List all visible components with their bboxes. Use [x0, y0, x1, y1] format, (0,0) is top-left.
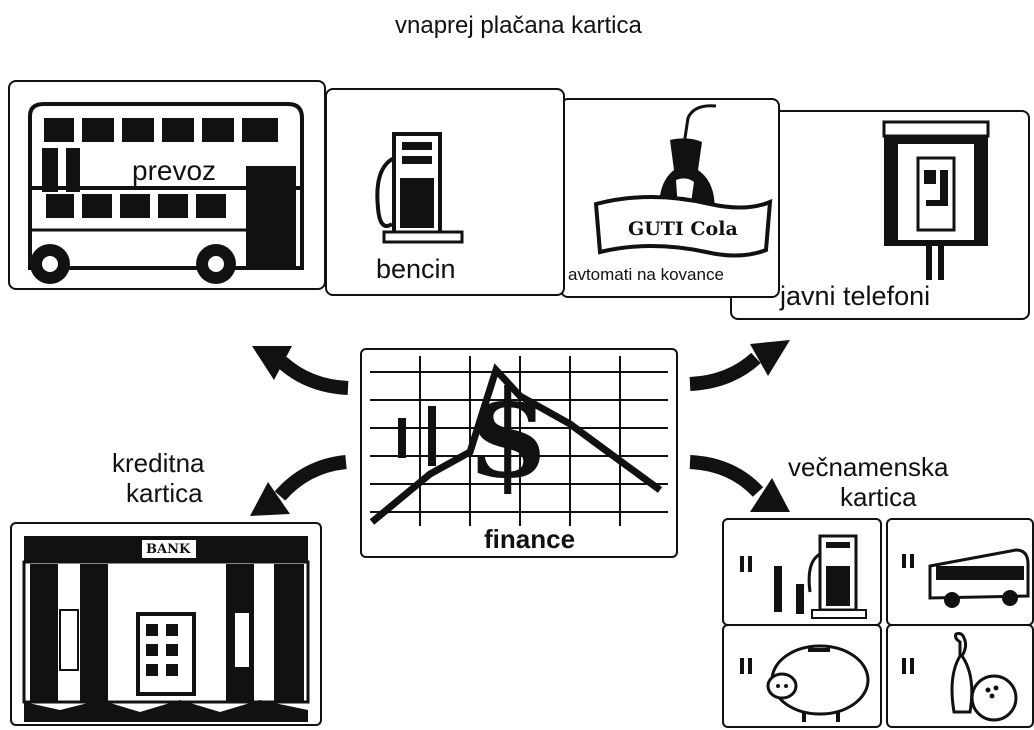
label-transport: prevoz — [132, 155, 217, 186]
label-finance: finance — [484, 524, 576, 554]
svg-text:$: $ — [466, 364, 550, 505]
arrow-to-phones — [689, 340, 790, 391]
label-vending: avtomati na kovance — [568, 265, 724, 284]
bowling-icon — [902, 632, 1018, 722]
dollar-chart-icon: $ — [369, 356, 668, 526]
label-cola-brand: GUTI Cola — [628, 218, 738, 240]
fuel-pump-icon — [740, 534, 867, 619]
arrow-to-transport — [252, 346, 349, 395]
fuel-pump-icon — [375, 132, 464, 244]
piggy-bank-icon — [740, 644, 870, 722]
bus-icon — [28, 102, 304, 284]
label-multipurpose-line1: večnamenska — [788, 452, 949, 482]
label-credit-line1: kreditna — [112, 448, 205, 478]
arrow-to-credit — [250, 455, 347, 516]
label-fuel: bencin — [376, 254, 456, 284]
cola-bottle-icon — [593, 104, 773, 258]
label-credit-line2: kartica — [126, 478, 203, 508]
coach-bus-icon — [902, 548, 1030, 608]
diagram-title: vnaprej plačana kartica — [395, 12, 642, 39]
label-multipurpose-line2: kartica — [840, 482, 917, 512]
label-bank-sign: BANK — [146, 542, 191, 557]
bank-icon — [22, 536, 310, 722]
label-public-phones: javni telefoni — [780, 281, 931, 311]
phone-booth-icon — [882, 120, 990, 280]
card-fuel — [325, 88, 565, 296]
arrow-to-multipurpose — [689, 455, 790, 512]
